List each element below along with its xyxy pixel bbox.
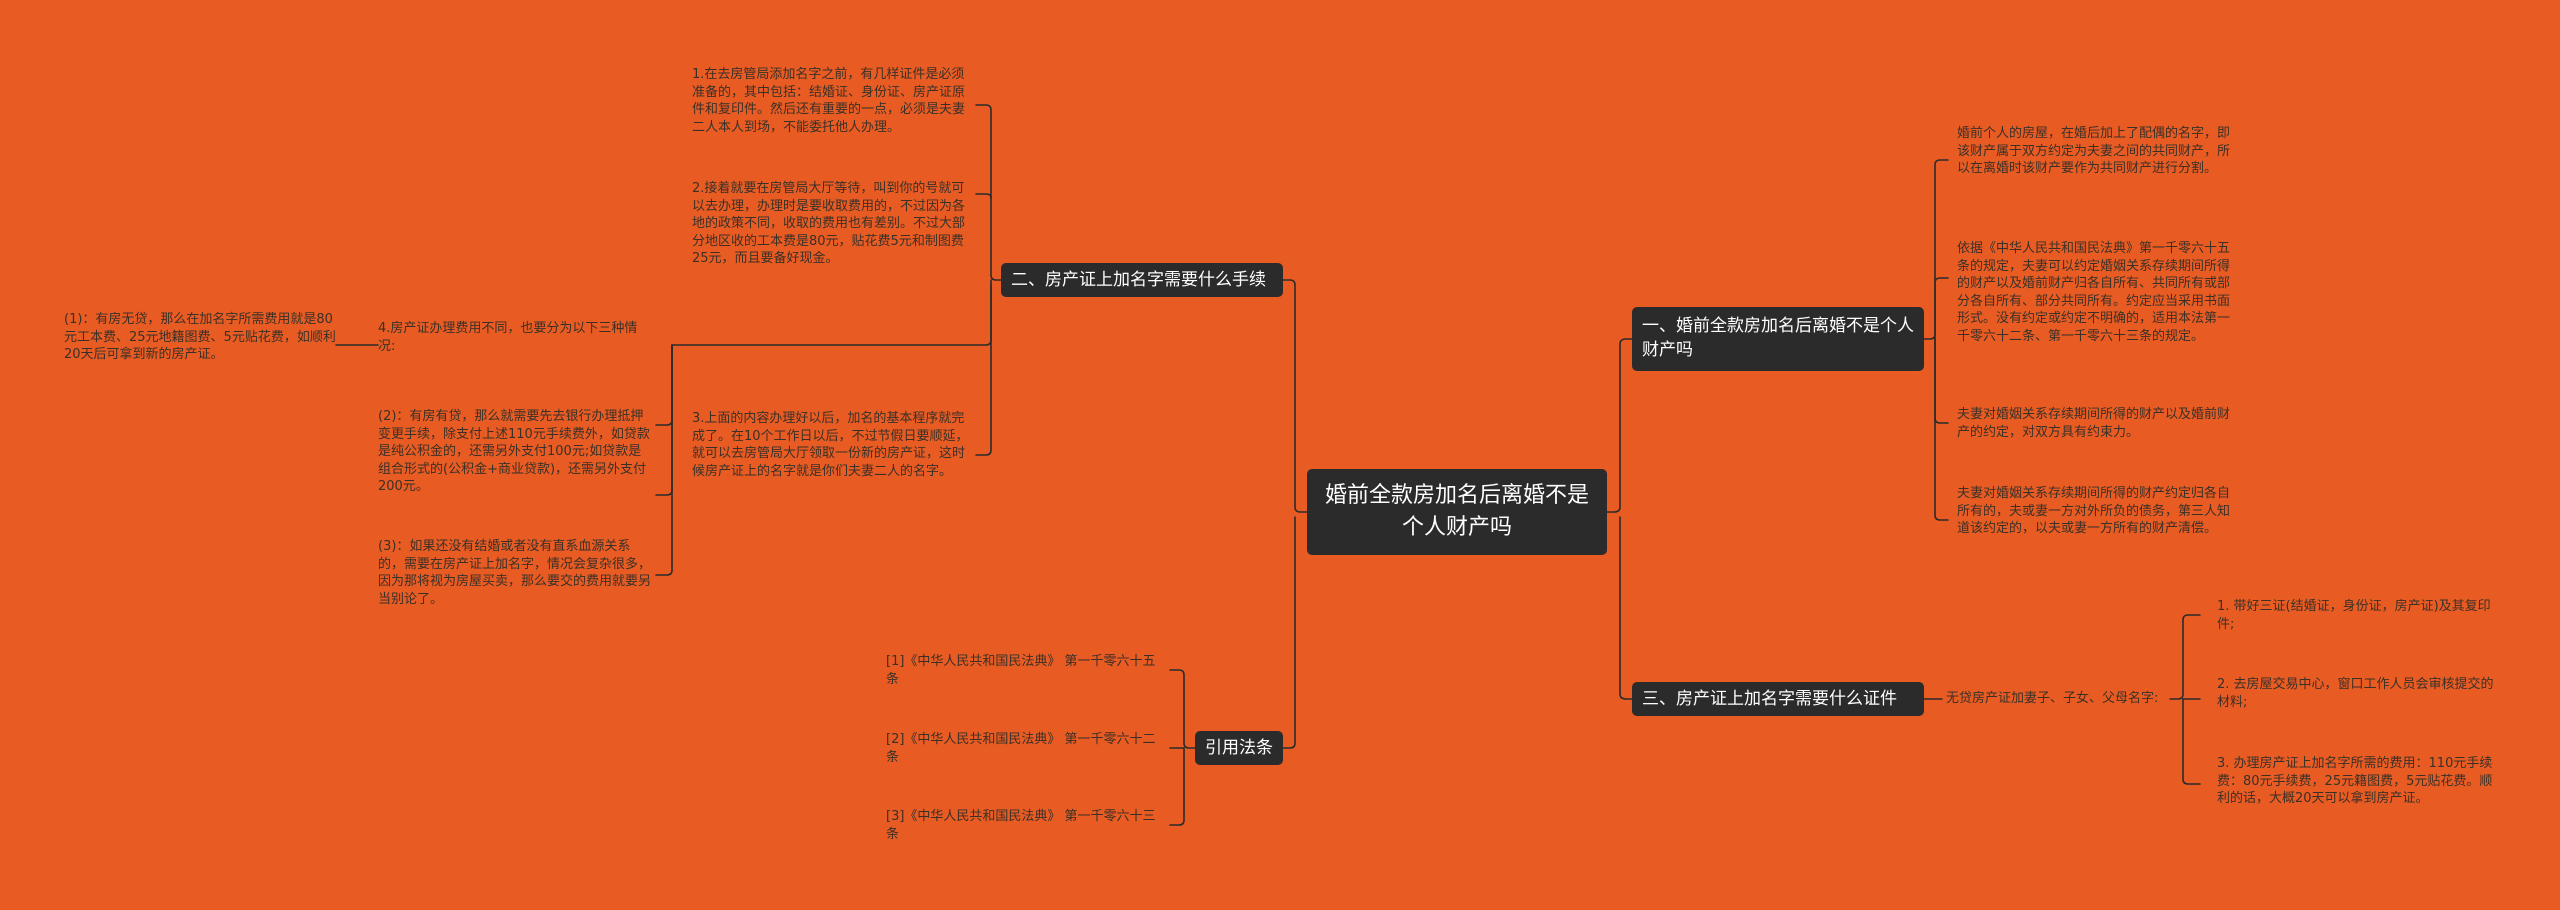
root-topic[interactable]: 婚前全款房加名后离婚不是个人财产吗 xyxy=(1307,469,1607,555)
branch-property-question[interactable]: 一、婚前全款房加名后离婚不是个人财产吗 xyxy=(1632,307,1924,371)
branch-documents[interactable]: 三、房产证上加名字需要什么证件 xyxy=(1632,682,1924,716)
reference-2: [2]《中华人民共和国民法典》 第一千零六十二条 xyxy=(886,732,1156,765)
documents-intro: 无贷房产证加妻子、子女、父母名字: xyxy=(1946,691,2159,706)
fee-case-2: (2)：有房有贷，那么就需要先去银行办理抵押变更手续，除支付上述110元手续费外… xyxy=(378,409,650,494)
branch-references[interactable]: 引用法条 xyxy=(1195,731,1283,765)
branch-property-question-label: 一、婚前全款房加名后离婚不是个人财产吗 xyxy=(1642,316,1914,360)
property-point-2: 依据《中华人民共和国民法典》第一千零六十五条的规定，夫妻可以约定婚姻关系存续期间… xyxy=(1957,241,2231,344)
property-point-4: 夫妻对婚姻关系存续期间所得的财产约定归各自所有的，夫或妻一方对外所负的债务，第三… xyxy=(1957,486,2231,536)
document-step-2: 2. 去房屋交易中心，窗口工作人员会审核提交的材料; xyxy=(2217,677,2494,710)
fee-case-3: (3)：如果还没有结婚或者没有直系血源关系的，需要在房产证上加名字，情况会复杂很… xyxy=(378,539,652,607)
procedure-step-1: 1.在去房管局添加名字之前，有几样证件是必须准备的，其中包括：结婚证、身份证、房… xyxy=(692,67,966,135)
document-step-3: 3. 办理房产证上加名字所需的费用：110元手续费：80元手续费，25元籍图费，… xyxy=(2217,756,2493,806)
procedure-step-3: 3.上面的内容办理好以后，加名的基本程序就完成了。在10个工作日以后，不过节假日… xyxy=(692,411,969,479)
document-step-1: 1. 带好三证(结婚证，身份证，房产证)及其复印件; xyxy=(2217,599,2491,632)
reference-3: [3]《中华人民共和国民法典》 第一千零六十三条 xyxy=(886,809,1156,842)
branch-references-label: 引用法条 xyxy=(1205,738,1273,758)
property-point-1: 婚前个人的房屋，在婚后加上了配偶的名字，即该财产属于双方约定为夫妻之间的共同财产… xyxy=(1957,126,2231,176)
property-point-3: 夫妻对婚姻关系存续期间所得的财产以及婚前财产的约定，对双方具有约束力。 xyxy=(1957,407,2231,440)
fee-case-1: (1)：有房无贷，那么在加名字所需费用就是80元工本费、25元地籍图费、5元贴花… xyxy=(64,312,336,362)
branch-procedures[interactable]: 二、房产证上加名字需要什么手续 xyxy=(1001,263,1283,297)
root-label: 婚前全款房加名后离婚不是个人财产吗 xyxy=(1324,483,1589,540)
procedure-step-4: 4.房产证办理费用不同，也要分为以下三种情况: xyxy=(378,321,638,354)
branch-documents-label: 三、房产证上加名字需要什么证件 xyxy=(1642,689,1897,709)
reference-1: [1]《中华人民共和国民法典》 第一千零六十五条 xyxy=(886,654,1156,687)
branch-procedures-label: 二、房产证上加名字需要什么手续 xyxy=(1011,270,1266,290)
procedure-step-2: 2.接着就要在房管局大厅等待，叫到你的号就可以去办理，办理时是要收取费用的，不过… xyxy=(692,181,966,266)
